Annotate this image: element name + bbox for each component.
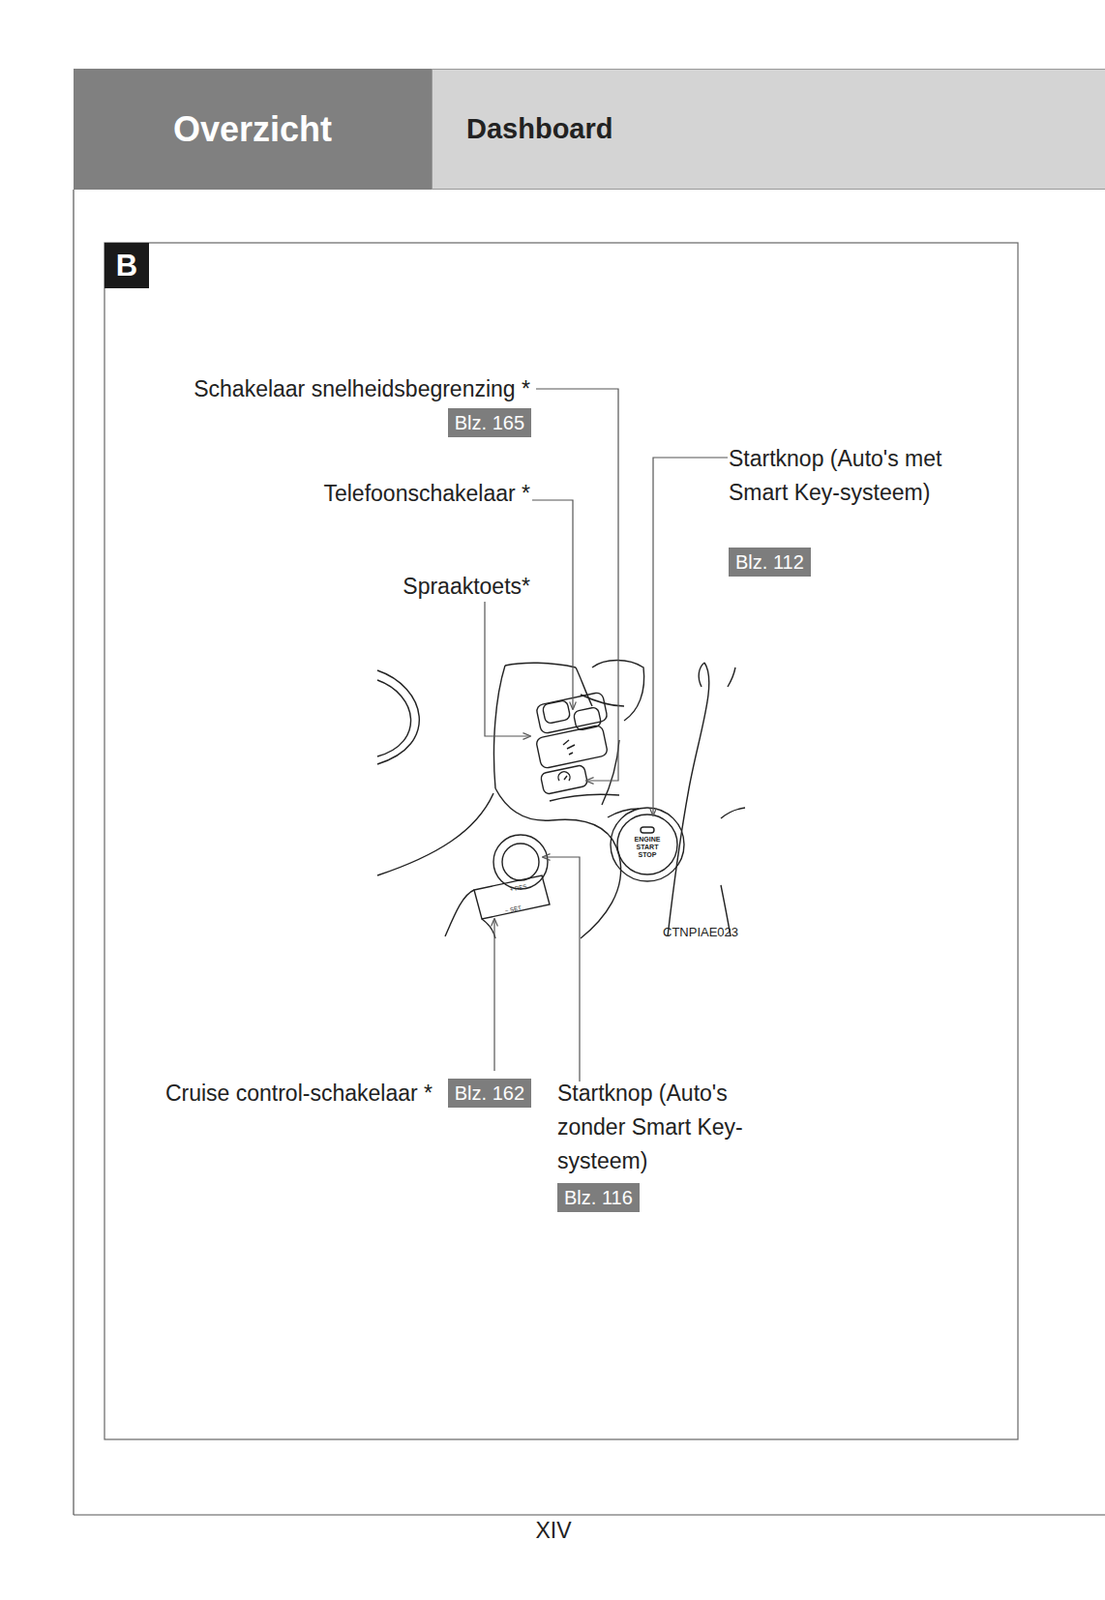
callout-label: Cruise control-schakelaar * — [165, 1076, 433, 1111]
section-band-text: Overzicht — [173, 108, 332, 150]
page-rule — [72, 189, 74, 1516]
page-ref-badge-text: Blz. 116 — [564, 1186, 633, 1210]
callout-label: Spraaktoets* — [402, 569, 531, 604]
lever-marking: + RES — [509, 883, 529, 894]
section-band: Overzicht — [73, 68, 432, 190]
callout-label: Startknop (Auto's met Smart Key-systeem) — [728, 442, 961, 510]
section-letter: B — [104, 242, 150, 289]
page-number: XIV — [535, 1514, 571, 1549]
button-legend: ENGINE START STOP — [627, 836, 667, 860]
page-ref-badge: Blz. 116 — [557, 1183, 640, 1213]
figure-frame — [104, 242, 1018, 1440]
page-ref-badge-text: Blz. 162 — [454, 1081, 525, 1105]
callout-label: Schakelaar snelheidsbegrenzing * — [193, 372, 531, 407]
page-rule — [73, 1514, 1105, 1516]
section-letter-text: B — [116, 247, 138, 284]
steering-wheel-drawing — [377, 660, 746, 940]
page-ref-badge-text: Blz. 112 — [735, 550, 805, 574]
callout-label: Startknop (Auto's zonder Smart Key-syste… — [557, 1076, 800, 1179]
page-ref-badge: Blz. 112 — [728, 547, 811, 577]
page-ref-badge-text: Blz. 165 — [454, 411, 525, 435]
callout-label: Telefoonschakelaar * — [323, 477, 531, 511]
title-band: Dashboard — [431, 68, 1105, 190]
figure-code: CTNPIAE023 — [662, 925, 739, 940]
page-ref-badge: Blz. 165 — [447, 408, 532, 438]
title-band-text: Dashboard — [466, 112, 613, 147]
lever-marking: − SET — [504, 904, 522, 915]
page-ref-badge: Blz. 162 — [447, 1078, 532, 1108]
